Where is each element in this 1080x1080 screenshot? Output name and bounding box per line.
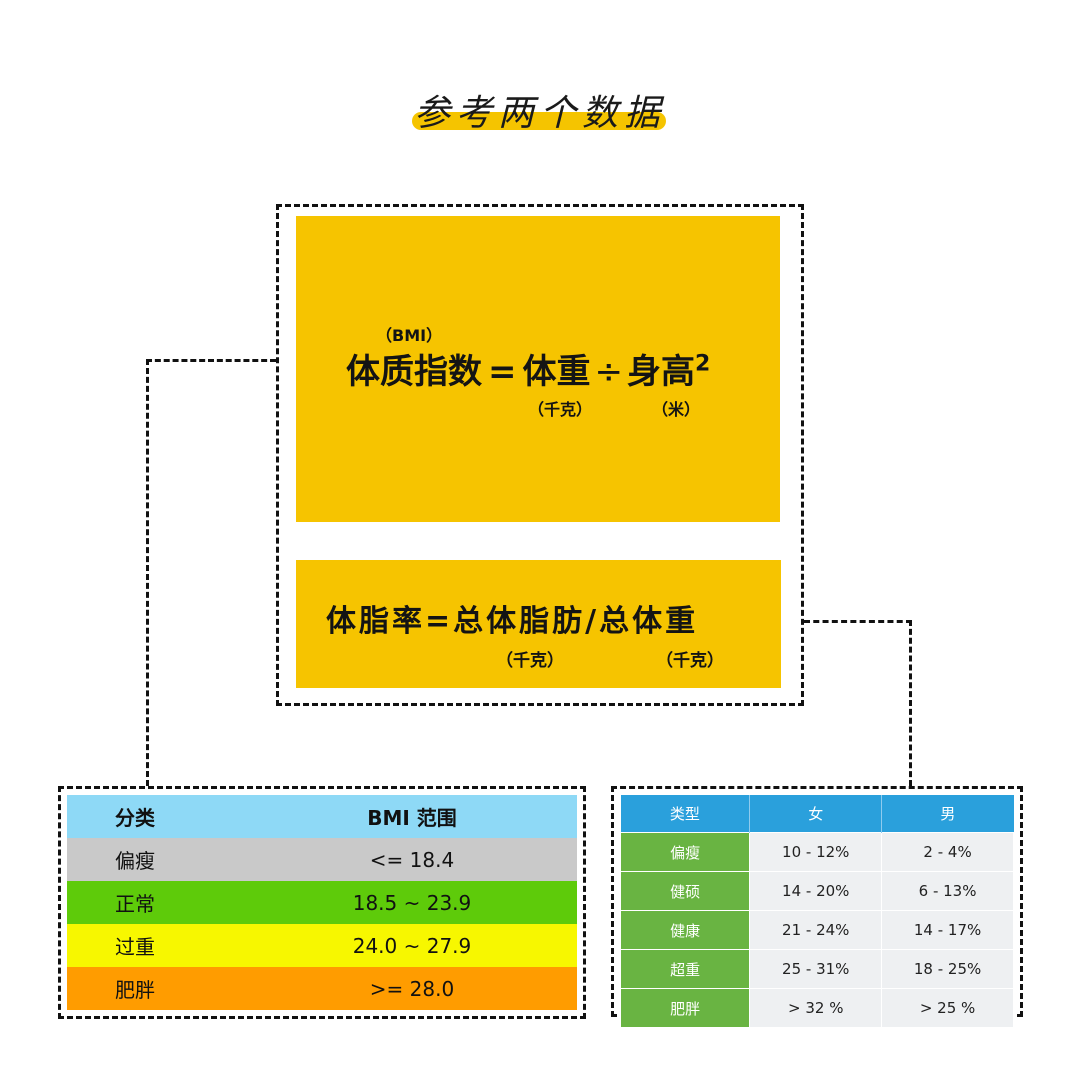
connector-left-vertical — [146, 359, 149, 786]
fat-female: 21 - 24% — [749, 910, 883, 950]
body-fat-table: 类型 女 男 偏瘦 10 - 12% 2 - 4% 健硕 14 - 20% 6 … — [619, 795, 1014, 1028]
table-row: 健硕 14 - 20% 6 - 13% — [619, 871, 1014, 911]
connector-right-horizontal — [804, 620, 912, 623]
fat-male: 6 - 13% — [881, 871, 1014, 911]
fat-type: 健硕 — [619, 871, 751, 911]
height-exponent: 2 — [695, 351, 711, 377]
bmi-formula-panel: （BMI） 体质指数=体重÷身高2 （千克） （米） — [296, 216, 780, 522]
page-title: 参考两个数据 — [413, 93, 666, 134]
bmi-range: 24.0 ~ 27.9 — [352, 933, 472, 958]
title-highlight — [412, 112, 666, 130]
bmi-lhs: 体质指数 — [346, 352, 482, 392]
table-row: 肥胖 >= 28.0 — [67, 967, 577, 1010]
bmi-formula-main: 体质指数=体重÷身高2 — [346, 344, 710, 393]
body-fat-formula-main: 体脂率=总体脂肪/总体重 — [326, 604, 699, 639]
equals-sign: = — [488, 352, 517, 392]
fat-female: 14 - 20% — [749, 871, 883, 911]
weight-unit: （千克） — [528, 400, 593, 419]
bmi-table-frame — [58, 786, 586, 1019]
bmi-range: <= 18.4 — [369, 847, 455, 872]
divide-sign: ÷ — [594, 352, 624, 392]
fat-type: 肥胖 — [619, 988, 751, 1028]
table-row: 健康 21 - 24% 14 - 17% — [619, 910, 1014, 950]
height-unit: （米） — [652, 400, 701, 419]
fat-table-header: 类型 女 男 — [620, 795, 1014, 833]
formula-container — [276, 204, 804, 706]
fat-header-type: 类型 — [620, 795, 751, 833]
bmi-category: 过重 — [115, 935, 155, 959]
fat-male: > 25 % — [881, 988, 1014, 1028]
bmi-header-range: BMI 范围 — [367, 806, 457, 830]
table-row: 过重 24.0 ~ 27.9 — [67, 924, 577, 967]
total-fat-unit: （千克） — [496, 651, 564, 671]
fat-male: 14 - 17% — [881, 910, 1014, 950]
bmi-range: 18.5 ~ 23.9 — [352, 890, 472, 915]
fat-type: 健康 — [619, 910, 751, 950]
total-weight-unit: （千克） — [656, 651, 724, 671]
height-term: 身高 — [627, 352, 695, 392]
table-row: 超重 25 - 31% 18 - 25% — [619, 949, 1014, 989]
fat-male: 18 - 25% — [881, 949, 1014, 989]
table-row: 正常 18.5 ~ 23.9 — [67, 881, 577, 924]
bmi-acronym: （BMI） — [376, 326, 443, 345]
bmi-table: 分类 BMI 范围 偏瘦 <= 18.4 正常 18.5 ~ 23.9 过重 2… — [67, 795, 577, 1010]
fat-header-female: 女 — [749, 795, 883, 833]
connector-right-vertical — [909, 620, 912, 786]
bmi-header-category: 分类 — [115, 806, 155, 830]
bmi-range: >= 28.0 — [369, 976, 455, 1001]
fat-header-male: 男 — [881, 795, 1014, 833]
table-row: 偏瘦 10 - 12% 2 - 4% — [619, 832, 1014, 872]
connector-left-horizontal — [146, 359, 276, 362]
table-row: 肥胖 > 32 % > 25 % — [619, 988, 1014, 1028]
weight-term: 体重 — [522, 352, 591, 392]
table-row: 偏瘦 <= 18.4 — [67, 838, 577, 881]
fat-type: 偏瘦 — [619, 832, 751, 872]
bmi-table-header: 分类 BMI 范围 — [67, 795, 577, 838]
fat-male: 2 - 4% — [881, 832, 1014, 872]
fat-female: > 32 % — [749, 988, 883, 1028]
bmi-category: 偏瘦 — [115, 849, 155, 873]
fat-female: 10 - 12% — [749, 832, 883, 872]
body-fat-formula-panel: 体脂率=总体脂肪/总体重 （千克） （千克） — [296, 560, 781, 688]
bmi-category: 正常 — [115, 892, 155, 916]
fat-type: 超重 — [619, 949, 751, 989]
bmi-category: 肥胖 — [115, 978, 155, 1002]
fat-female: 25 - 31% — [749, 949, 883, 989]
